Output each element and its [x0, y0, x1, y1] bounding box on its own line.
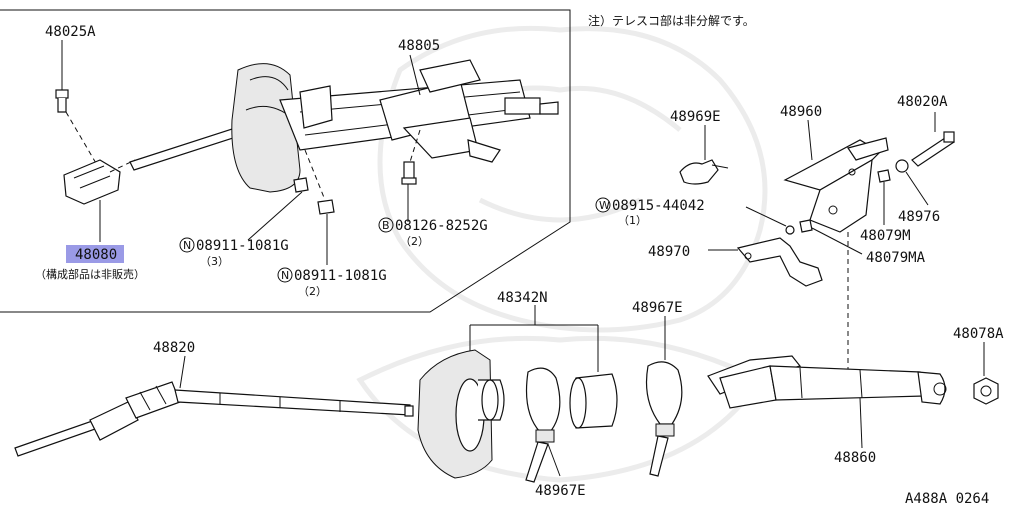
label-48860[interactable]: 48860 — [834, 450, 876, 466]
part-08126-bolt[interactable] — [401, 129, 421, 222]
part-48342N-cover-set[interactable] — [417, 305, 618, 479]
part-48020A-bolt[interactable] — [911, 112, 955, 167]
part-48970-lever[interactable] — [708, 237, 823, 287]
label-08915-44042[interactable]: 08915-44042 — [612, 198, 705, 214]
label-48976[interactable]: 48976 — [898, 209, 940, 225]
label-08911-1081G-3[interactable]: 08911-1081G — [196, 238, 289, 254]
part-08911-nut-2[interactable] — [304, 149, 335, 265]
label-48967E-top[interactable]: 48967E — [632, 300, 683, 316]
label-48020A[interactable]: 48020A — [897, 94, 948, 110]
part-48969E-clip[interactable] — [679, 125, 729, 185]
part-48967E-clamp-right[interactable] — [645, 316, 683, 477]
label-08911-1081G-3-qty: （3） — [200, 255, 229, 268]
label-48960[interactable]: 48960 — [780, 104, 822, 120]
label-08911-1081G-2[interactable]: 08911-1081G — [294, 268, 387, 284]
label-48079M[interactable]: 48079M — [860, 228, 911, 244]
prefix-N-2: N — [281, 269, 289, 282]
label-08126-8252G-qty: （2） — [400, 235, 429, 248]
prefix-N-1: N — [183, 239, 191, 252]
label-48969E[interactable]: 48969E — [670, 109, 721, 125]
prefix-W: W — [599, 199, 610, 212]
prefix-B: B — [382, 219, 390, 232]
label-48342N[interactable]: 48342N — [497, 290, 548, 306]
part-08911-nut-3[interactable] — [247, 177, 309, 241]
label-48080-highlight — [66, 245, 124, 263]
part-48025A-bolt[interactable] — [55, 40, 69, 113]
prefix-W-icon — [595, 197, 611, 213]
label-48967E-bottom[interactable]: 48967E — [535, 483, 586, 499]
prefix-N-icon-1 — [179, 237, 195, 253]
label-08126-8252G[interactable]: 08126-8252G — [395, 218, 488, 234]
inset-frame-border — [0, 9, 571, 313]
part-48860-column-tube[interactable] — [707, 355, 947, 449]
label-48805[interactable]: 48805 — [398, 38, 440, 54]
diagram-id: A488A 0264 — [905, 491, 989, 507]
part-48960-bracket[interactable] — [783, 119, 889, 233]
part-48078A-nut[interactable] — [973, 342, 999, 405]
part-48079M-nut[interactable] — [877, 169, 891, 225]
note-text: 注）テレスコ部は非分解です。 — [588, 13, 755, 28]
part-48079MA-nut[interactable] — [799, 219, 863, 255]
label-48025A[interactable]: 48025A — [45, 24, 96, 40]
label-48078A[interactable]: 48078A — [953, 326, 1004, 342]
part-48967E-clamp-left[interactable] — [525, 367, 561, 483]
label-48080-note: （構成部品は非販売） — [35, 267, 145, 281]
label-48820[interactable]: 48820 — [153, 340, 195, 356]
part-08915-washer[interactable] — [745, 206, 795, 235]
part-48805-column-assembly[interactable] — [129, 54, 559, 193]
prefix-B-icon — [378, 217, 394, 233]
part-48080-universal-joint[interactable] — [63, 111, 136, 242]
label-48079MA[interactable]: 48079MA — [866, 250, 926, 266]
label-08911-1081G-2-qty: （2） — [298, 285, 327, 298]
part-48820-lower-shaft[interactable] — [14, 355, 414, 457]
label-08915-44042-qty: （1） — [618, 214, 647, 227]
label-48970[interactable]: 48970 — [648, 244, 690, 260]
label-48080[interactable]: 48080 — [75, 247, 117, 263]
part-48976-washer[interactable] — [895, 159, 929, 206]
prefix-N-icon-2 — [277, 267, 293, 283]
